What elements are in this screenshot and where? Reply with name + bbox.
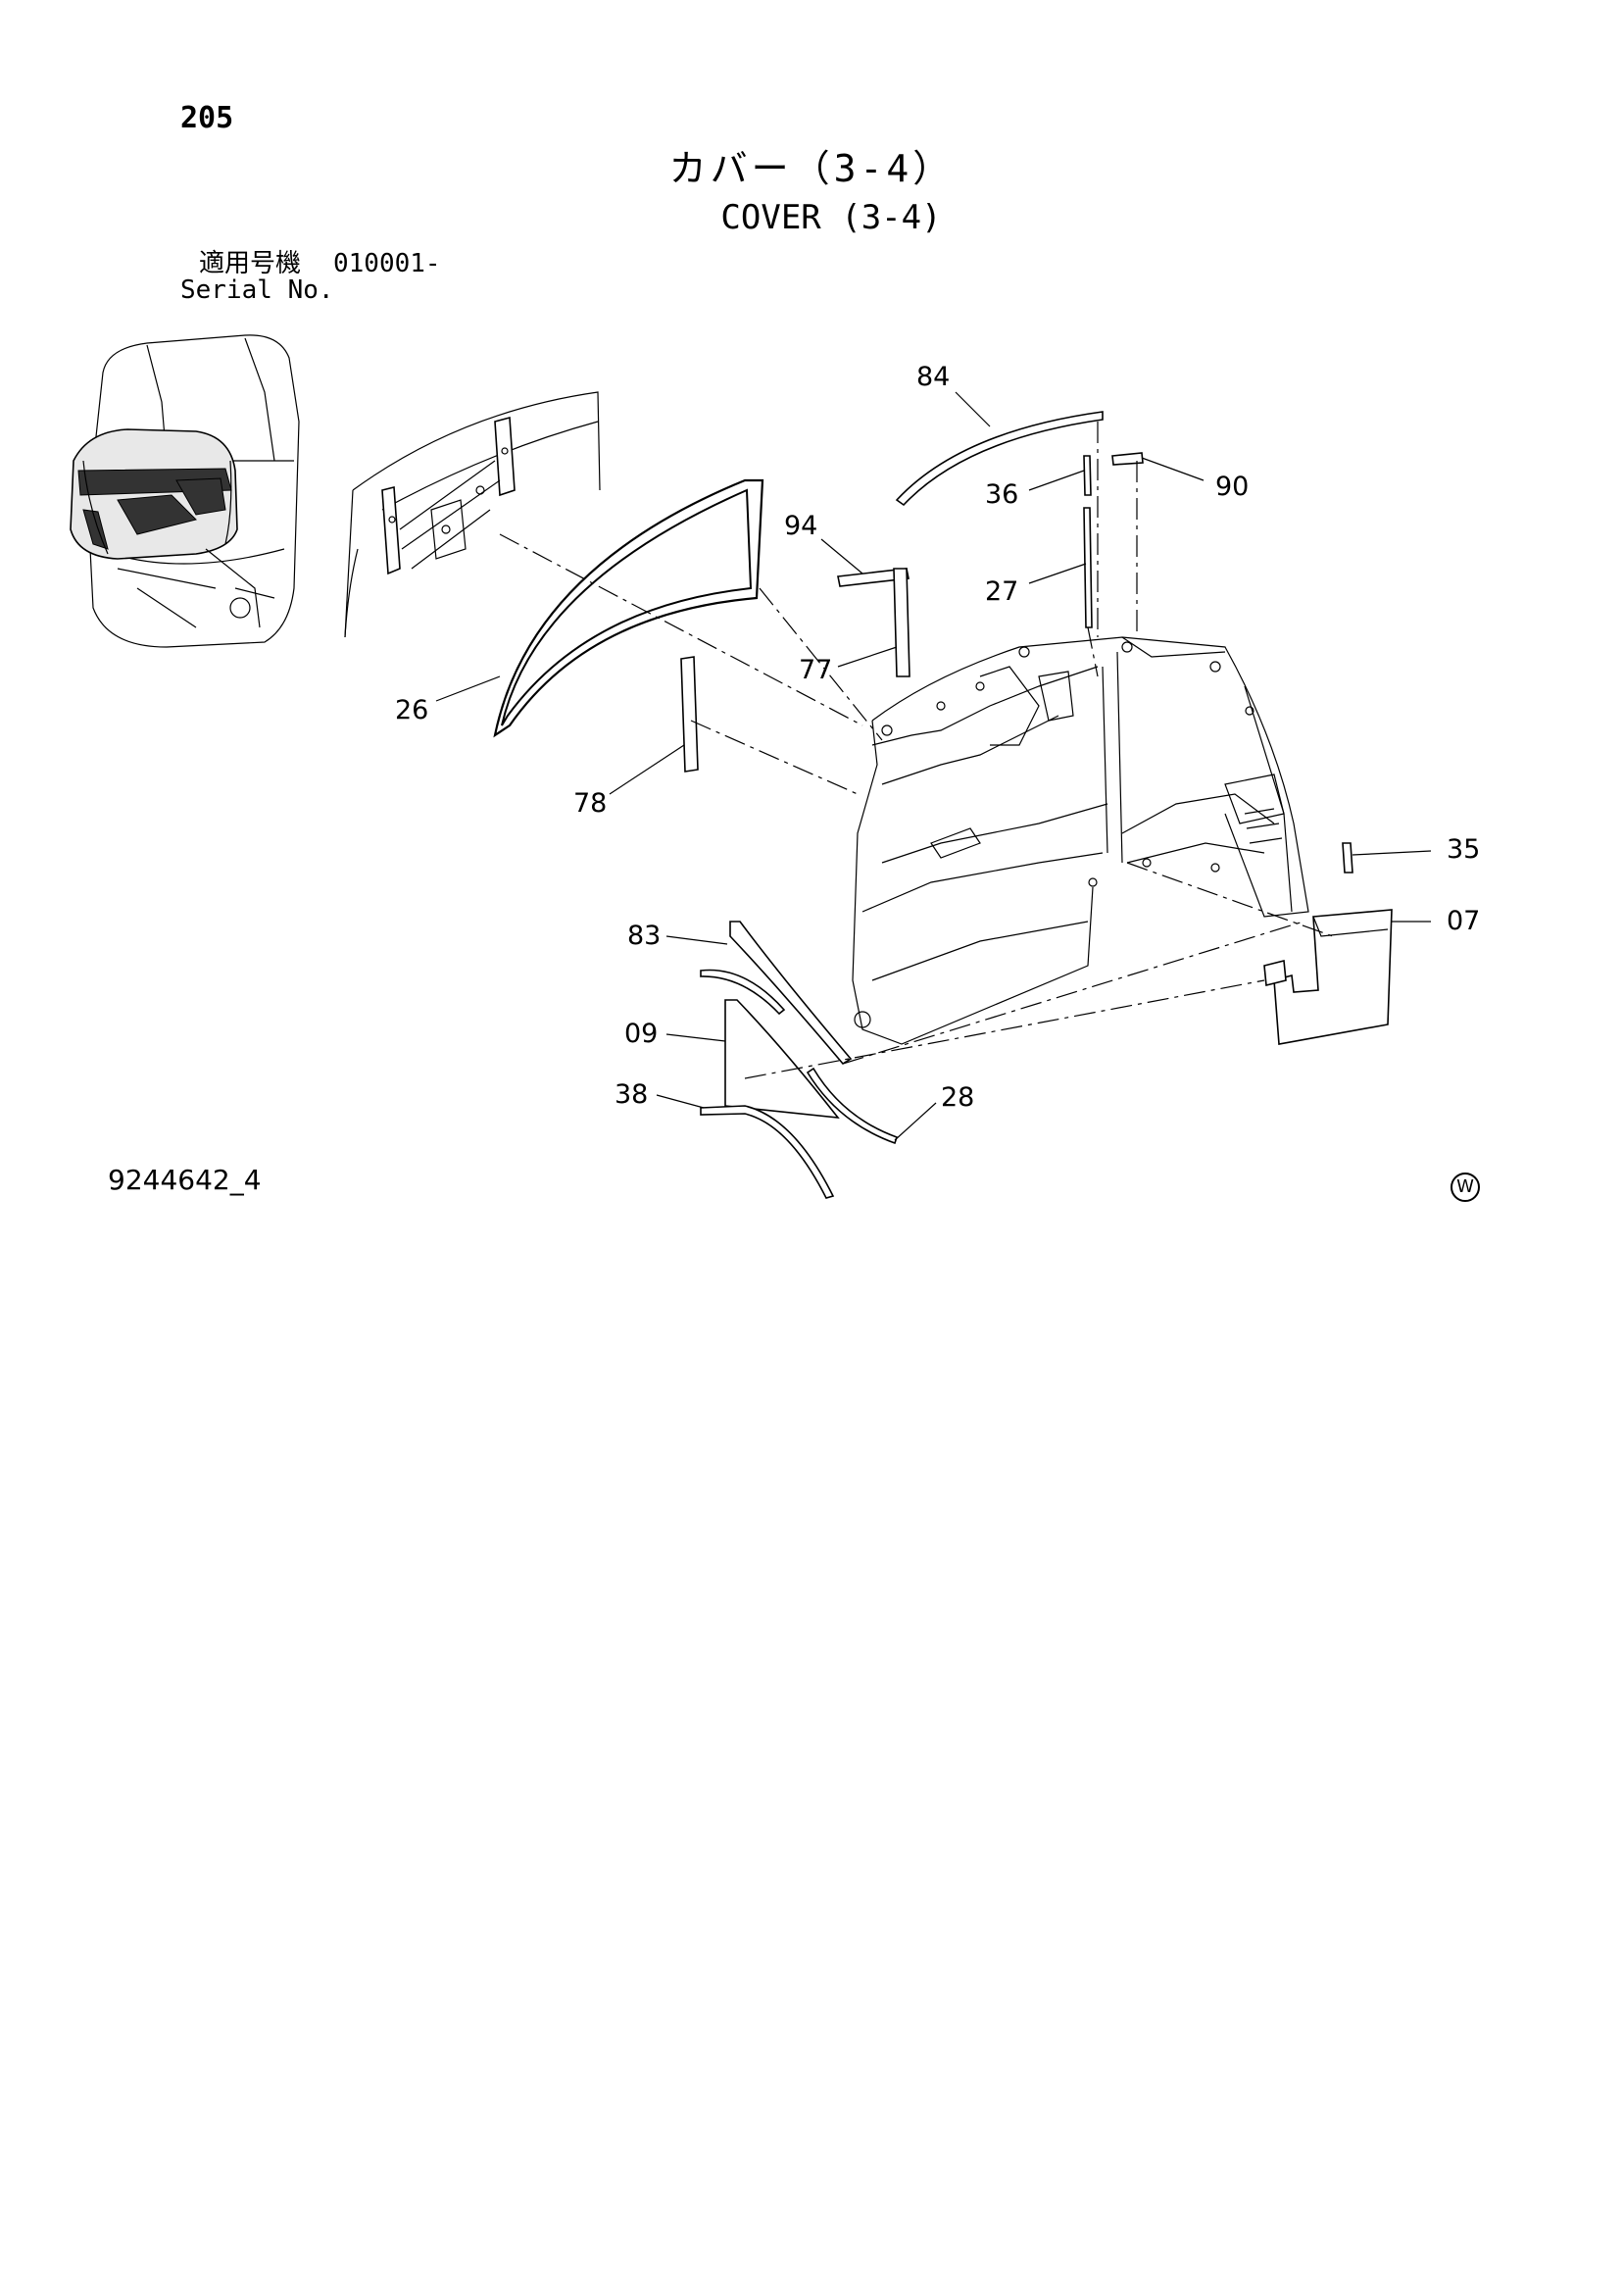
machine-overview-thumbnail (70, 334, 300, 648)
part-label-35: 35 (1447, 834, 1480, 865)
part-label-90: 90 (1215, 472, 1249, 502)
part-78 (680, 656, 699, 773)
cab-frame (852, 636, 1309, 1045)
assembly-guide-lines (499, 422, 1334, 1079)
document-number: 9244642_4 (108, 1164, 262, 1196)
serial-value: 010001- (333, 249, 441, 278)
part-label-78: 78 (573, 788, 607, 819)
part-07-cover (1263, 909, 1393, 1045)
part-83-strip (700, 921, 853, 1066)
part-label-84: 84 (916, 362, 950, 392)
part-label-28: 28 (941, 1082, 974, 1113)
part-84-strip (895, 411, 1104, 507)
part-38-strip (700, 1105, 835, 1199)
part-label-77: 77 (799, 655, 832, 685)
exploded-parts-diagram: 84 36 90 94 27 77 26 78 35 07 83 09 38 2… (70, 334, 1480, 1199)
page-number: 205 (180, 101, 234, 135)
part-label-27: 27 (985, 576, 1018, 607)
watermark-symbol: W (1451, 1173, 1480, 1202)
part-label-07: 07 (1447, 906, 1480, 936)
leader-lines (435, 391, 1432, 1141)
part-label-09: 09 (624, 1019, 658, 1049)
part-label-94: 94 (784, 511, 817, 541)
serial-label-en: Serial No. (180, 275, 334, 305)
part-94-77-channel (837, 568, 910, 677)
part-35 (1342, 842, 1353, 873)
part-label-36: 36 (985, 479, 1018, 510)
page-title-jp: カバー（3-4） (668, 147, 955, 190)
part-36 (1083, 455, 1092, 496)
serial-label-jp: 適用号機 (199, 249, 302, 278)
window-panel (344, 391, 601, 638)
page-title-en: COVER (3-4) (720, 198, 942, 237)
part-label-38: 38 (615, 1079, 648, 1110)
part-26-seal (493, 478, 764, 738)
part-09-panel (724, 999, 840, 1119)
part-28-strip (806, 1067, 899, 1145)
part-label-83: 83 (627, 921, 661, 951)
part-27 (1083, 507, 1093, 628)
part-90 (1111, 452, 1144, 466)
part-label-26: 26 (395, 695, 428, 725)
